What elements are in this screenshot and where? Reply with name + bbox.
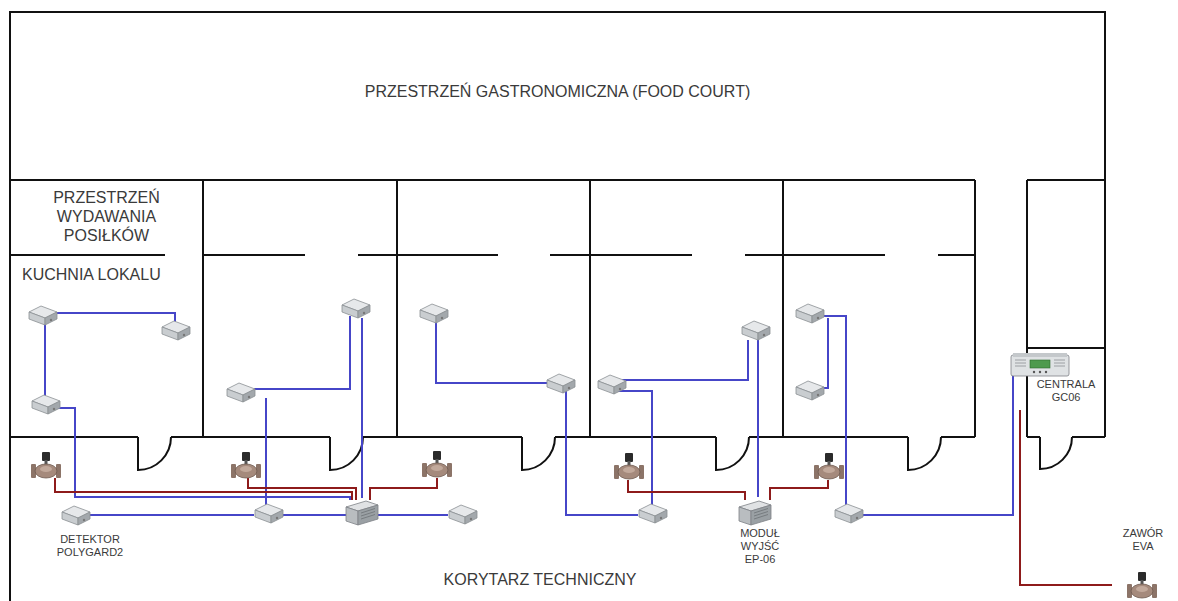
valve-wire — [55, 478, 437, 500]
area-label: MODUŁ WYJŚĆ EP-06 — [732, 527, 788, 567]
gas-detector — [598, 375, 626, 394]
gas-detector — [255, 504, 283, 523]
gas-valve — [422, 451, 452, 477]
gas-valve — [31, 452, 61, 478]
detector-wire — [816, 316, 1020, 515]
eva-valve-label: ZAWÓR EVA — [1112, 527, 1174, 599]
valve-wire — [628, 480, 828, 500]
gas-valve — [1127, 572, 1157, 598]
technical-corridor: KORYTARZ TECHNICZNY DETEKTOR POLYGARD2 MOD… — [10, 437, 1178, 601]
valve-wire — [1020, 410, 1112, 585]
counter-wall — [10, 254, 975, 256]
gas-valve — [231, 452, 261, 478]
output-module — [346, 501, 378, 525]
gas-detector — [420, 304, 448, 323]
gas-detector — [547, 374, 575, 393]
gas-detector — [796, 304, 824, 323]
gas-detector — [32, 395, 60, 414]
output-module-label: MODUŁ WYJŚĆ EP-06 — [715, 495, 805, 590]
gas-valve — [614, 453, 644, 479]
building-wall — [10, 12, 1105, 601]
detector-label: DETEKTOR POLYGARD2 — [40, 503, 143, 568]
gas-detector — [227, 383, 255, 402]
area-label: KORYTARZ TECHNICZNY — [400, 570, 680, 589]
detector-wire — [45, 313, 350, 515]
food-court-area: PRZESTRZEŃ GASTRONOMICZNA (FOOD COURT) — [10, 12, 1108, 180]
detector-wire — [254, 316, 362, 506]
serving-area: PRZESTRZEŃ WYDAWANIA POSIŁKÓW — [10, 180, 203, 255]
control-unit — [1011, 353, 1069, 376]
area-label: KUCHNIA LOKALU — [22, 265, 197, 284]
detector-wire — [376, 320, 638, 515]
control-unit-label: CENTRALA GC06 — [1004, 352, 1105, 410]
gas-detector — [796, 381, 824, 400]
gas-detector — [449, 505, 477, 524]
area-label: ZAWÓR EVA — [1118, 527, 1168, 553]
gas-detector — [835, 504, 863, 523]
gas-detector — [29, 306, 57, 325]
gas-detector — [162, 321, 190, 340]
shop-wall — [10, 180, 1105, 437]
gas-detector — [742, 321, 770, 340]
gas-detector — [62, 506, 90, 525]
area-label: PRZESTRZEŃ GASTRONOMICZNA (FOOD COURT) — [10, 82, 1105, 101]
detector-wire — [612, 340, 758, 505]
kitchen-area: KUCHNIA LOKALU — [10, 255, 203, 437]
gas-detector — [342, 299, 370, 318]
door — [138, 437, 1072, 470]
output-module — [739, 501, 771, 525]
gas-valve — [814, 453, 844, 479]
area-label: DETEKTOR POLYGARD2 — [40, 533, 140, 559]
area-label: PRZESTRZEŃ WYDAWANIA POSIŁKÓW — [41, 188, 172, 246]
area-label: CENTRALA GC06 — [1030, 378, 1102, 404]
gas-detector — [639, 504, 667, 523]
